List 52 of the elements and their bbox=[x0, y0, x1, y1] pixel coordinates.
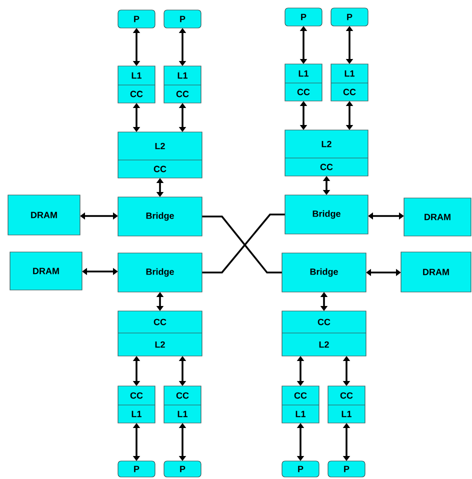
connector-arrow bbox=[300, 101, 308, 130]
processor-box: P bbox=[282, 460, 320, 478]
connector-arrow bbox=[178, 103, 186, 132]
cache-box: L1 CC bbox=[118, 66, 156, 104]
cache-box: CC L2 bbox=[282, 310, 366, 356]
bridge-box: Bridge bbox=[282, 252, 366, 292]
connector-arrow bbox=[132, 28, 140, 66]
connector-arrow bbox=[132, 423, 140, 461]
cache-box: L2 CC bbox=[284, 130, 368, 176]
connector-arrow bbox=[296, 423, 304, 461]
bridge-box: Bridge bbox=[118, 252, 202, 292]
bridge-box: Bridge bbox=[284, 194, 368, 234]
bridge-box: Bridge bbox=[118, 196, 202, 236]
connector-arrow bbox=[132, 356, 140, 386]
processor-box: P bbox=[118, 460, 156, 478]
memory-box: DRAM bbox=[404, 198, 472, 236]
connector-arrow bbox=[342, 423, 350, 461]
cache-box: L1 CC bbox=[284, 64, 322, 102]
cache-box: CC L1 bbox=[328, 386, 366, 424]
memory-box: DRAM bbox=[400, 252, 472, 292]
connector-arrow bbox=[320, 292, 328, 311]
connector-arrow bbox=[178, 28, 186, 66]
cache-box: L1 CC bbox=[330, 64, 368, 102]
memory-box: DRAM bbox=[10, 252, 82, 290]
processor-box: P bbox=[284, 8, 322, 26]
connector-arrow bbox=[156, 292, 164, 311]
connector-arrow bbox=[178, 356, 186, 386]
connector-arrow bbox=[178, 423, 186, 461]
connector-arrow bbox=[80, 212, 118, 220]
connector-arrow bbox=[322, 176, 330, 195]
memory-box: DRAM bbox=[8, 194, 80, 236]
cache-box: CC L1 bbox=[282, 386, 320, 424]
processor-box: P bbox=[328, 460, 366, 478]
connector-arrow bbox=[342, 356, 350, 386]
cache-box: CC L1 bbox=[118, 386, 156, 424]
connector-arrow bbox=[368, 212, 404, 220]
connector-arrow bbox=[346, 101, 354, 130]
connector-arrow bbox=[366, 268, 401, 276]
connector-arrow bbox=[132, 103, 140, 132]
processor-box: P bbox=[164, 460, 202, 478]
processor-box: P bbox=[164, 10, 202, 28]
cache-box: L2 CC bbox=[118, 132, 202, 178]
connector-arrow bbox=[156, 178, 164, 197]
processor-box: P bbox=[118, 10, 156, 28]
processor-box: P bbox=[330, 8, 368, 26]
connector-arrow bbox=[300, 26, 308, 64]
connector-arrow bbox=[82, 268, 118, 276]
connector-arrow bbox=[346, 26, 354, 64]
cache-box: CC L2 bbox=[118, 310, 202, 356]
cache-box: L1 CC bbox=[164, 66, 202, 104]
connector-arrow bbox=[296, 356, 304, 386]
cache-box: CC L1 bbox=[164, 386, 202, 424]
